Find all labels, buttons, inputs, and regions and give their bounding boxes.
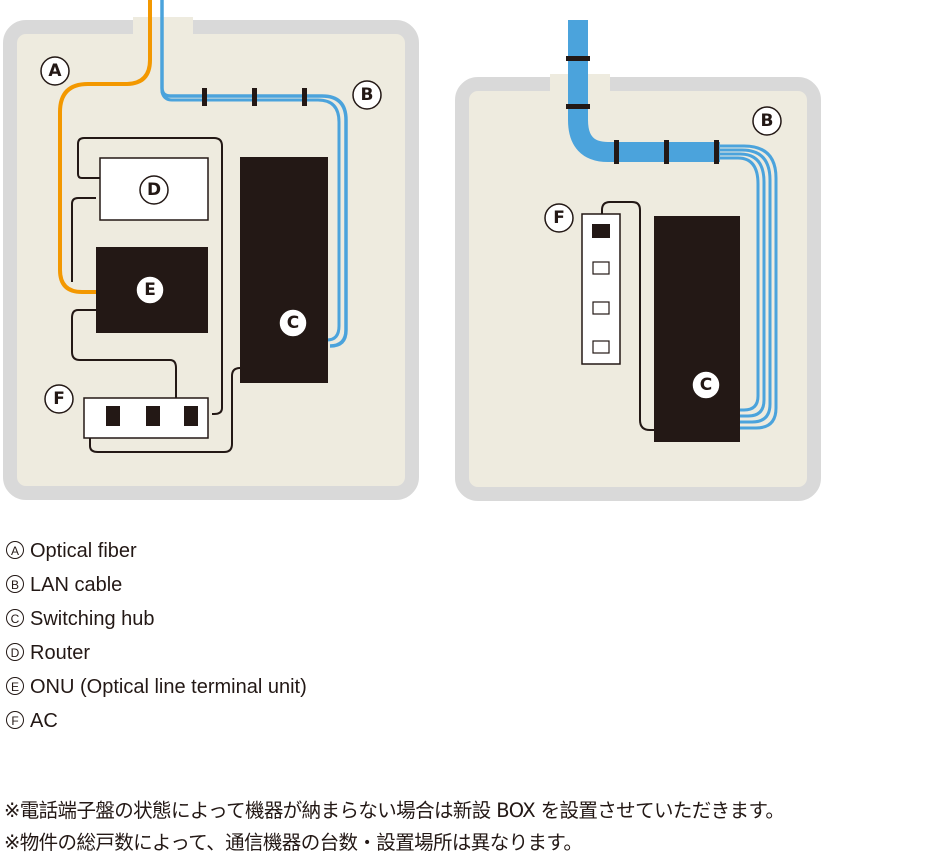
label-f-right-text: F xyxy=(553,208,565,228)
switching-hub-left xyxy=(240,157,328,383)
legend-mark: E xyxy=(6,677,24,695)
label-e: E xyxy=(135,275,165,305)
legend-item-switching-hub: C Switching hub xyxy=(6,604,307,638)
label-f-left-text: F xyxy=(53,389,65,409)
legend-item-router: D Router xyxy=(6,638,307,672)
legend-item-ac: F AC xyxy=(6,706,307,740)
legend-mark: B xyxy=(6,575,24,593)
right-terminal-box xyxy=(455,74,821,501)
power-strip-right xyxy=(581,213,621,365)
lan-cable-bundle-right xyxy=(568,20,778,430)
cable-ties-right xyxy=(566,56,719,164)
label-a-text: A xyxy=(48,61,62,81)
legend-item-onu: E ONU (Optical line terminal unit) xyxy=(6,672,307,706)
legend-mark: D xyxy=(6,643,24,661)
label-e-text: E xyxy=(144,280,156,300)
power-strip-left xyxy=(83,397,209,439)
legend-mark: F xyxy=(6,711,24,729)
label-c-left-text: C xyxy=(287,313,299,333)
label-c-right-text: C xyxy=(700,375,712,395)
wiring-diagram: A B D E C F B F C xyxy=(3,0,821,501)
legend-item-lan-cable: B LAN cable xyxy=(6,570,307,604)
lan-cable-left xyxy=(160,0,348,348)
power-cord-right xyxy=(601,201,654,431)
legend-text: ONU (Optical line terminal unit) xyxy=(30,676,307,698)
note-1: ※電話端子盤の状態によって機器が納まらない場合は新設 BOX を設置させていただ… xyxy=(4,799,785,822)
label-f-left: F xyxy=(44,384,74,414)
legend-item-optical-fiber: A Optical fiber xyxy=(6,536,307,570)
cable-ties-left xyxy=(202,88,307,106)
legend-text: Router xyxy=(30,642,91,664)
label-c-left: C xyxy=(278,308,308,338)
legend-text: LAN cable xyxy=(30,574,123,596)
label-b-left: B xyxy=(352,80,382,110)
label-b-right-text: B xyxy=(761,111,774,131)
legend-mark: C xyxy=(6,609,24,627)
notes: ※電話端子盤の状態によって機器が納まらない場合は新設 BOX を設置させていただ… xyxy=(4,795,785,859)
label-b-left-text: B xyxy=(361,85,374,105)
label-c-right: C xyxy=(691,370,721,400)
note-2: ※物件の総戸数によって、通信機器の台数・設置場所は異なります。 xyxy=(4,831,583,854)
switching-hub-right xyxy=(654,216,740,442)
label-d-text: D xyxy=(147,180,161,200)
label-d: D xyxy=(139,175,169,205)
label-f-right: F xyxy=(544,203,574,233)
legend: A Optical fiber B LAN cable C Switching hub… xyxy=(6,536,307,740)
optical-fiber-cable xyxy=(58,0,152,294)
legend-text: Switching hub xyxy=(30,608,155,630)
label-b-right: B xyxy=(752,106,782,136)
legend-text: AC xyxy=(30,710,58,732)
legend-mark: A xyxy=(6,541,24,559)
legend-text: Optical fiber xyxy=(30,540,137,562)
label-a: A xyxy=(40,56,70,86)
